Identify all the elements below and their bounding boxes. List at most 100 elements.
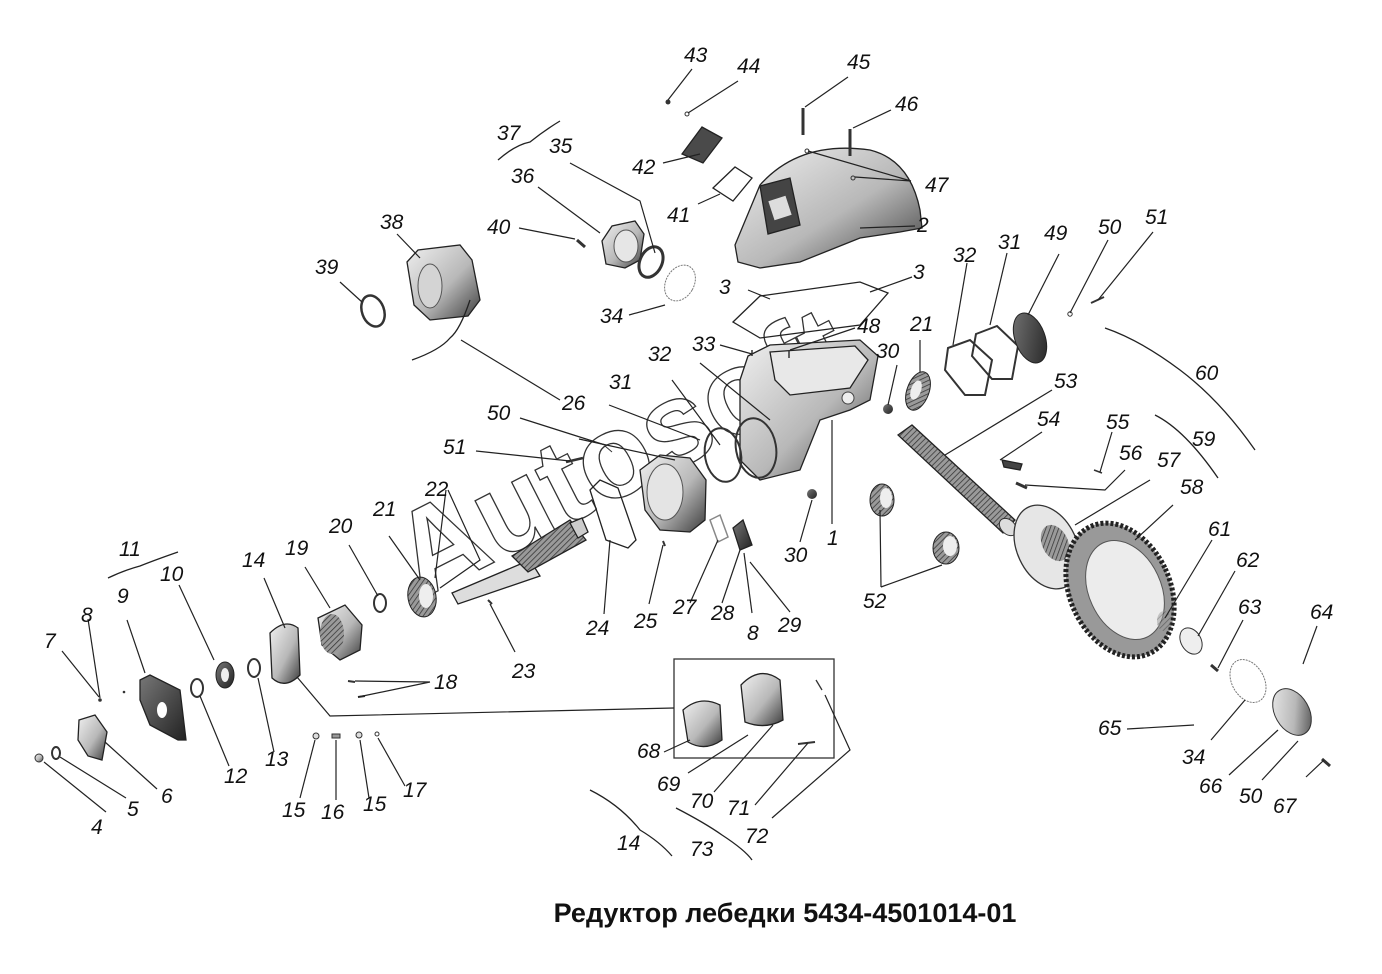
part-top-cover	[734, 147, 923, 269]
callout-68: 68	[637, 740, 661, 763]
callout-70: 70	[690, 790, 714, 813]
callout-16: 16	[321, 801, 345, 824]
callout-36: 36	[511, 165, 535, 188]
part-plate-62	[1179, 627, 1203, 655]
part-bolt-43	[665, 99, 671, 105]
assembly-braces	[107, 120, 1256, 861]
callout-15: 15	[282, 799, 306, 822]
part-nut-4	[34, 753, 44, 763]
repair-kit-box	[673, 658, 835, 759]
callout-47: 47	[925, 174, 950, 197]
part-bolt-51a	[1090, 296, 1105, 304]
callout-31: 31	[609, 371, 632, 394]
part-bearing-housing-26	[639, 454, 707, 533]
callout-13: 13	[265, 748, 289, 771]
part-housing-38	[406, 244, 481, 321]
part-cover-66	[1272, 688, 1312, 736]
callout-56: 56	[1119, 442, 1143, 465]
part-gear-58	[1063, 520, 1177, 660]
callout-25: 25	[633, 610, 658, 633]
part-gasket-32b	[943, 338, 994, 396]
part-cover-36	[601, 220, 645, 269]
callout-53: 53	[1054, 370, 1078, 393]
part-plug-30b	[883, 404, 893, 414]
part-ring-35	[637, 245, 665, 279]
callout-69: 69	[657, 773, 681, 796]
callout-34: 34	[600, 305, 623, 328]
callout-14: 14	[242, 549, 265, 572]
callout-55: 55	[1106, 411, 1130, 434]
part-key-54	[1001, 459, 1023, 471]
callout-38: 38	[380, 211, 404, 234]
callout-27: 27	[672, 596, 698, 619]
part-bolt-63	[1210, 663, 1219, 673]
part-plug-30a	[807, 489, 817, 499]
part-gasket-31a	[703, 427, 743, 483]
leader-lines	[43, 68, 1325, 819]
callout-54: 54	[1037, 408, 1060, 431]
callout-2: 2	[916, 214, 929, 237]
callout-22: 22	[424, 478, 449, 501]
callout-29: 29	[777, 614, 802, 637]
callout-62: 62	[1236, 549, 1260, 572]
part-band-14	[269, 623, 301, 684]
callout-45: 45	[847, 51, 871, 74]
callout-72: 72	[745, 825, 769, 848]
part-pin-8	[122, 690, 126, 694]
callout-50: 50	[1239, 785, 1263, 808]
callout-41: 41	[667, 204, 690, 227]
callout-51: 51	[443, 436, 466, 459]
callout-21: 21	[372, 498, 396, 521]
part-gasket-3	[731, 281, 890, 339]
part-plate-42	[680, 126, 723, 164]
callout-64: 64	[1310, 601, 1333, 624]
part-bushing-52a	[869, 483, 895, 517]
callout-52: 52	[863, 590, 887, 613]
callout-39: 39	[315, 256, 339, 279]
part-ring-12	[190, 678, 204, 698]
callout-21: 21	[909, 313, 933, 336]
callout-61: 61	[1208, 518, 1231, 541]
part-washer-44	[684, 111, 690, 117]
callout-11: 11	[119, 538, 141, 561]
callout-7: 7	[44, 630, 57, 653]
callout-49: 49	[1044, 222, 1068, 245]
part-washer-47b	[850, 175, 856, 181]
callout-5: 5	[127, 798, 139, 821]
callout-12: 12	[224, 765, 248, 788]
callout-46: 46	[895, 93, 919, 116]
part-hub-19	[317, 604, 363, 661]
callout-8: 8	[747, 622, 759, 645]
part-15a	[312, 732, 320, 740]
part-flange-57	[1013, 504, 1081, 590]
callout-63: 63	[1238, 596, 1262, 619]
callout-6: 6	[161, 785, 173, 808]
part-pin-7	[98, 698, 102, 702]
part-bolt-40	[576, 238, 586, 249]
part-worm-shaft-22	[451, 517, 589, 605]
part-gasket-34a	[664, 264, 696, 302]
callout-18: 18	[434, 671, 458, 694]
callout-19: 19	[285, 537, 309, 560]
callout-48: 48	[857, 315, 881, 338]
part-washer-5	[51, 746, 61, 760]
part-gasket-34b	[1229, 659, 1267, 703]
part-bearing-21b	[905, 371, 931, 411]
part-bearing-21a	[407, 576, 437, 618]
part-ring-39	[360, 294, 386, 328]
callout-40: 40	[487, 216, 511, 239]
callout-31: 31	[998, 231, 1021, 254]
callout-34: 34	[1182, 746, 1205, 769]
part-15b	[355, 731, 363, 739]
part-shim-61	[1157, 611, 1171, 631]
part-main-housing	[739, 339, 879, 481]
callout-60: 60	[1195, 362, 1219, 385]
callout-23: 23	[511, 660, 536, 683]
callout-3: 3	[719, 276, 731, 299]
callout-35: 35	[549, 135, 573, 158]
callout-15: 15	[363, 793, 387, 816]
part-bushing-52b	[932, 531, 960, 565]
part-gasket-32a	[734, 417, 778, 479]
callout-51: 51	[1145, 206, 1168, 229]
